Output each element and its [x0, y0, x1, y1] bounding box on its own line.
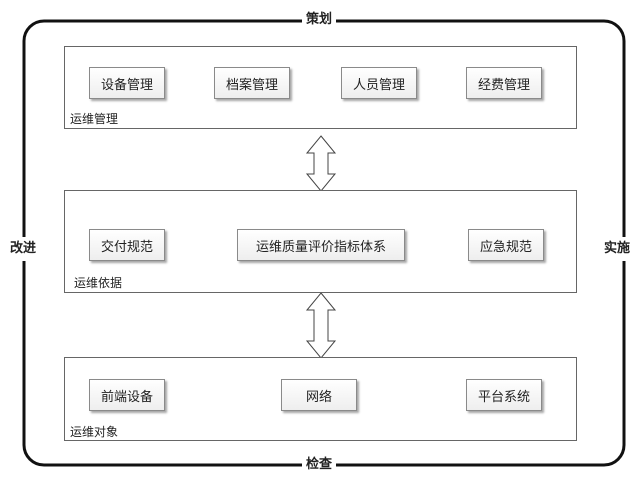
box-emergency-spec[interactable]: 应急规范 — [468, 229, 544, 261]
double-arrow-management-basis — [305, 135, 337, 192]
box-network[interactable]: 网络 — [281, 379, 357, 411]
cycle-label-plan: 策划 — [302, 12, 337, 28]
box-funding-management[interactable]: 经费管理 — [466, 67, 542, 99]
box-platform-system[interactable]: 平台系统 — [466, 379, 542, 411]
box-personnel-management[interactable]: 人员管理 — [341, 67, 417, 99]
box-equipment-management[interactable]: 设备管理 — [89, 67, 165, 99]
cycle-label-check: 检查 — [302, 457, 337, 473]
box-quality-index-system[interactable]: 运维质量评价指标体系 — [237, 229, 405, 261]
box-frontend-devices[interactable]: 前端设备 — [89, 379, 165, 411]
panel-label-operations-basis: 运维依据 — [74, 276, 123, 290]
double-arrow-basis-objects — [305, 292, 337, 359]
box-delivery-spec[interactable]: 交付规范 — [89, 229, 165, 261]
panel-label-operations-objects: 运维对象 — [70, 425, 119, 439]
cycle-label-implement: 实施 — [602, 237, 633, 261]
panel-label-operations-management: 运维管理 — [70, 112, 119, 126]
cycle-label-improve: 改进 — [8, 237, 39, 261]
box-archive-management[interactable]: 档案管理 — [214, 67, 290, 99]
